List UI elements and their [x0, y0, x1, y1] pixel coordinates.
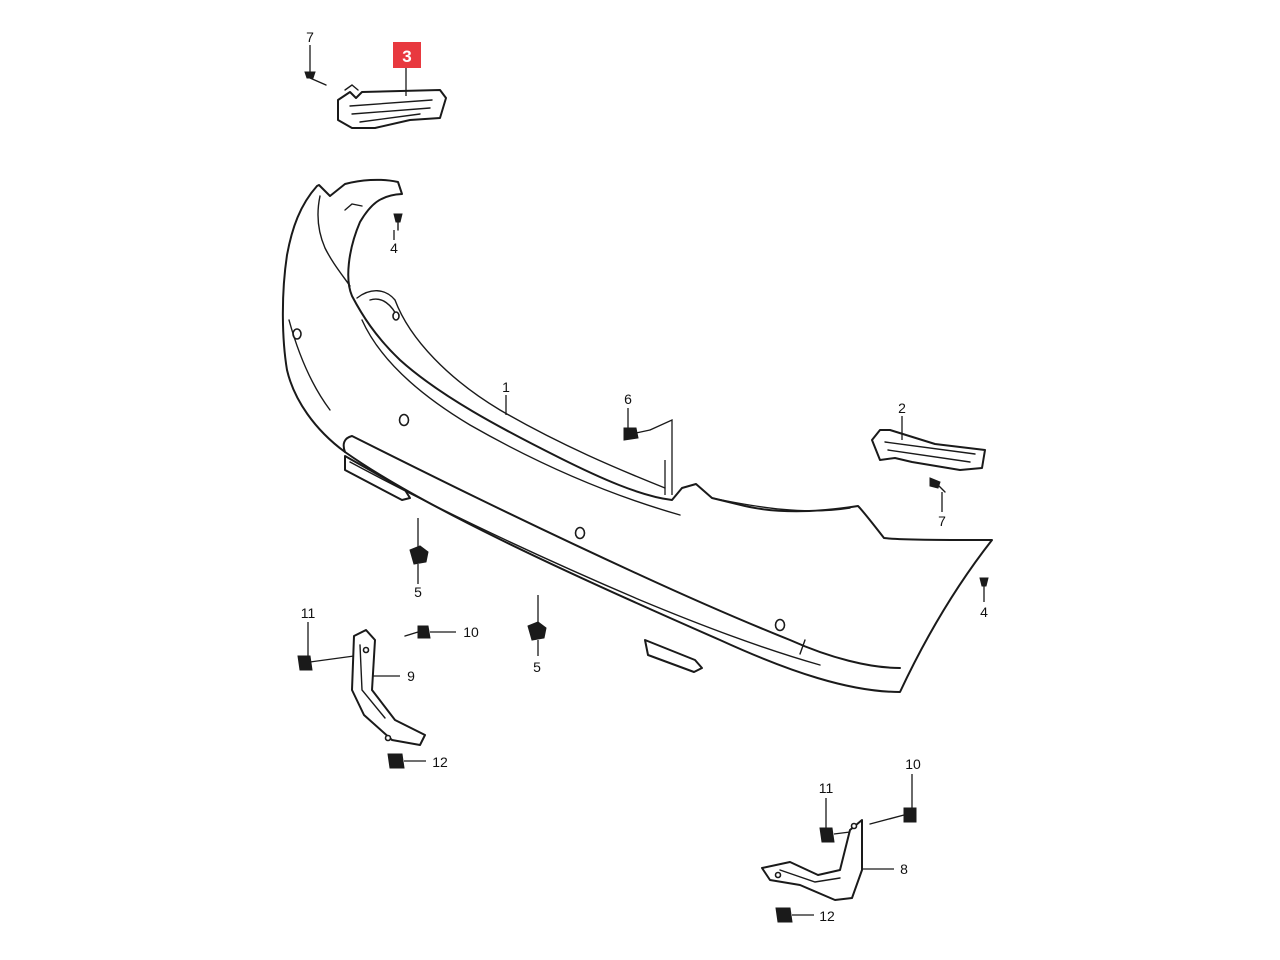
callout-3-highlight-box: [393, 42, 421, 68]
clip-5-center[interactable]: [527, 621, 547, 641]
nut-12-right[interactable]: [775, 907, 793, 923]
clip-4-upper[interactable]: [393, 213, 403, 231]
bracket-3[interactable]: [337, 84, 447, 129]
bolt-6[interactable]: [623, 427, 651, 441]
bolt-10-right[interactable]: [869, 807, 917, 825]
callout-12-right: 12: [819, 908, 835, 924]
callout-7-upper: 7: [306, 29, 314, 45]
mudguard-9[interactable]: [351, 629, 426, 746]
clip-4-right[interactable]: [979, 577, 989, 587]
clip-5-left[interactable]: [409, 545, 429, 565]
leader-lines: [307, 45, 985, 916]
callout-2: 2: [898, 400, 906, 416]
callout-5-left: 5: [414, 584, 422, 600]
screw-7-right[interactable]: [929, 477, 946, 493]
rear-bumper-cover[interactable]: [281, 178, 993, 693]
callout-5-center: 5: [533, 659, 541, 675]
callout-10-left: 10: [463, 624, 479, 640]
bracket-2[interactable]: [871, 429, 986, 471]
clip-11-left[interactable]: [297, 655, 313, 671]
nut-12-left[interactable]: [387, 753, 405, 769]
callout-9: 9: [407, 668, 415, 684]
callout-8: 8: [900, 861, 908, 877]
screw-7-upper[interactable]: [304, 71, 327, 86]
callout-3: 3: [402, 47, 411, 66]
callout-12-left: 12: [432, 754, 448, 770]
callout-4-right: 4: [980, 604, 988, 620]
mudguard-8[interactable]: [761, 819, 863, 901]
callout-10-right: 10: [905, 756, 921, 772]
bolt-10-left[interactable]: [404, 625, 431, 639]
callout-6: 6: [624, 391, 632, 407]
callout-labels: 7 3 4 1 6 2 7 4 5 5 11 10 9 12 10 11 8 1…: [301, 29, 988, 924]
callout-4-upper: 4: [390, 240, 398, 256]
callout-11-left: 11: [301, 605, 316, 621]
callout-7-right: 7: [938, 513, 946, 529]
callout-11-right: 11: [819, 780, 834, 796]
clip-11-right[interactable]: [819, 827, 835, 843]
callout-1: 1: [502, 379, 510, 395]
